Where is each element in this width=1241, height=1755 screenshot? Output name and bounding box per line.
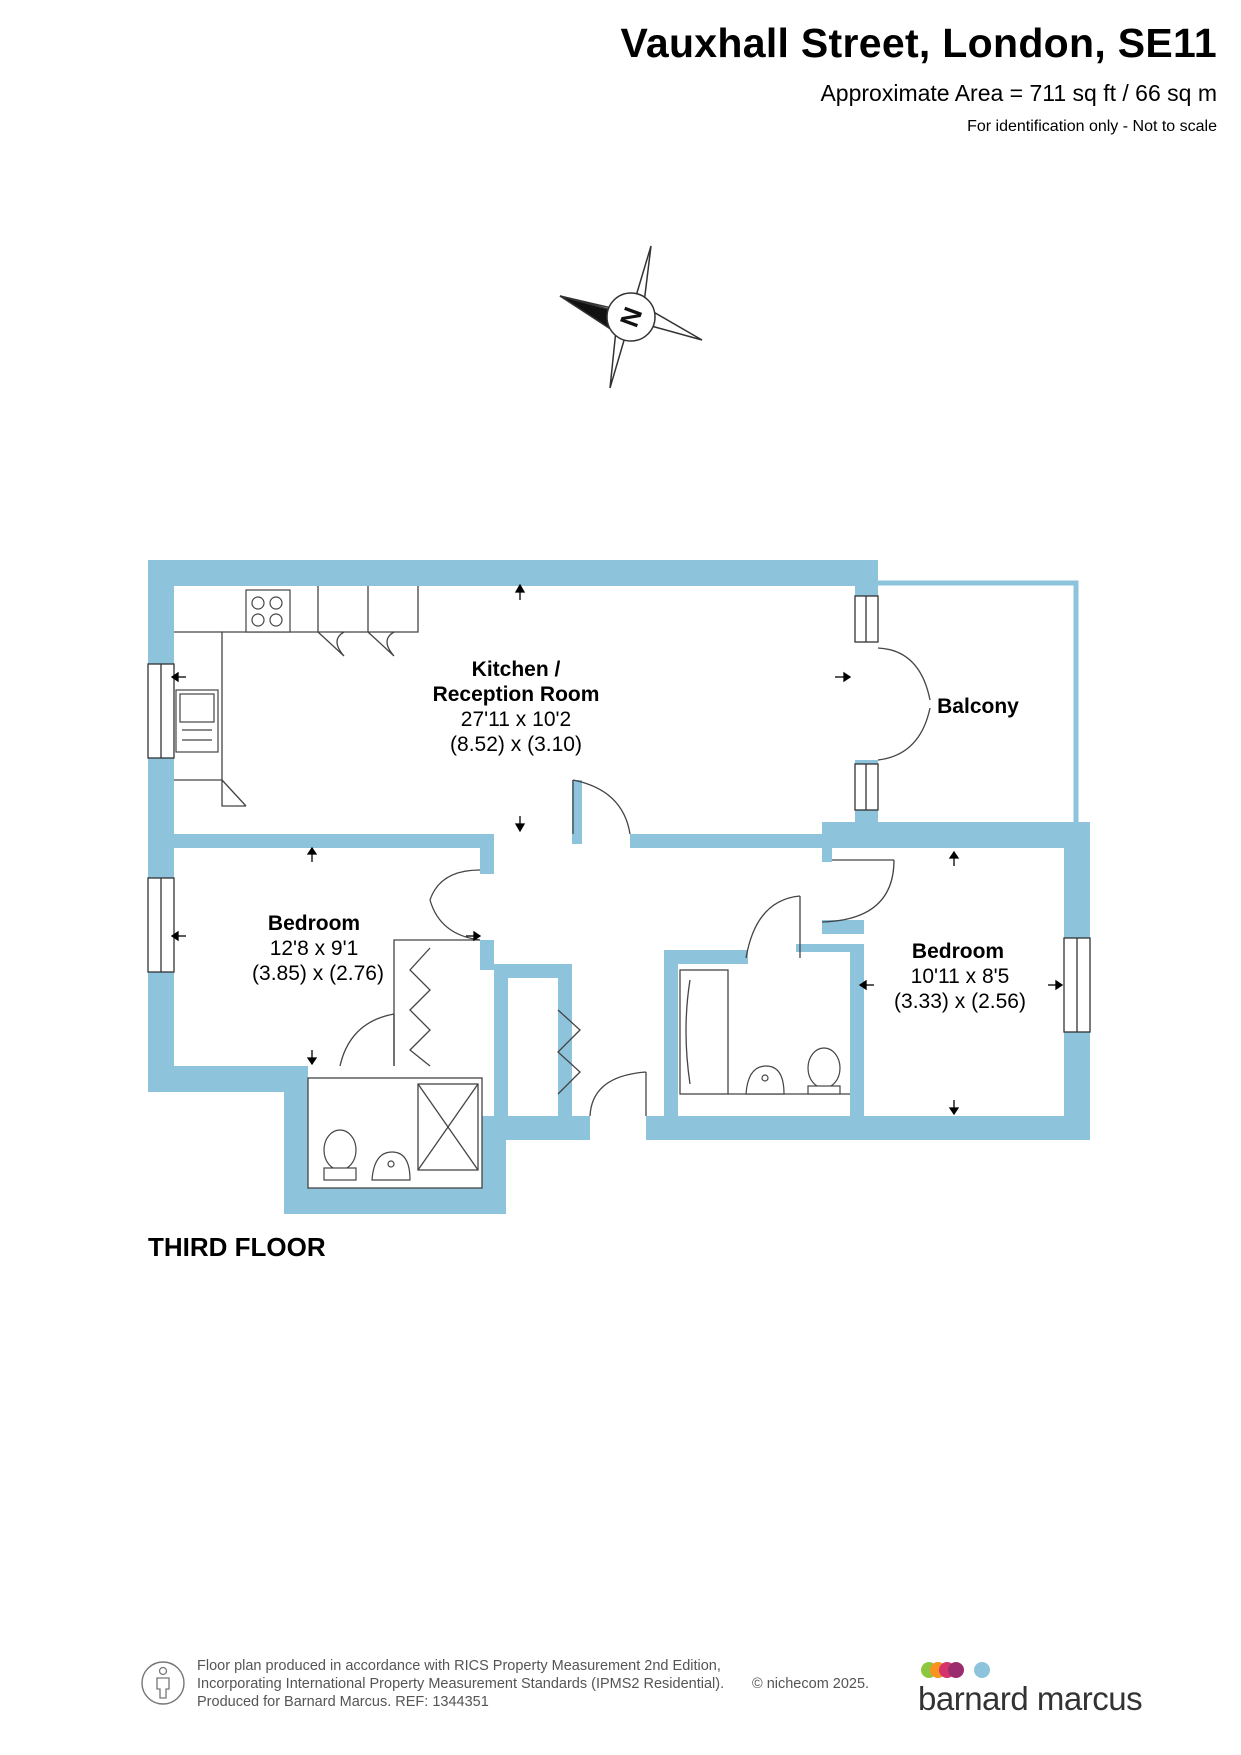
footer-line-3: Produced for Barnard Marcus. REF: 134435… [197,1694,489,1710]
scale-disclaimer: For identification only - Not to scale [967,118,1217,135]
footer-line-2: Incorporating International Property Mea… [197,1676,725,1692]
kitchen-name-line1: Kitchen / [472,658,561,681]
room-labels: Kitchen / Reception Room 27'11 x 10'2 (8… [252,658,1026,1013]
kitchen-counter [174,631,223,781]
bedroom2-dim-metric: (3.33) x (2.56) [894,990,1026,1013]
floor-label: THIRD FLOOR [148,1232,326,1262]
kitchen-dim-imperial: 27'11 x 10'2 [461,708,571,731]
copyright: © nichecom 2025. [752,1676,870,1692]
shower-icon [417,1083,479,1171]
kitchen-name-line2: Reception Room [433,683,600,706]
footer-disclaimer: Floor plan produced in accordance with R… [197,1657,724,1711]
page-title: Vauxhall Street, London, SE11 [620,20,1217,66]
window-icon [147,595,1091,1033]
bedroom1-name: Bedroom [268,912,360,935]
hob-icon [245,589,291,633]
bedroom2-dim-imperial: 10'11 x 8'5 [911,965,1010,988]
balcony-outline [878,580,1079,822]
basin-icon [371,1065,785,1181]
approximate-area: Approximate Area = 711 sq ft / 66 sq m [820,80,1217,106]
sink-icon [175,689,219,753]
bedroom1-dim-metric: (3.85) x (2.76) [252,962,384,985]
brand-logo-dots [921,1662,990,1678]
brand-logo-text: barnard marcus [918,1680,1143,1717]
balcony-name: Balcony [937,695,1019,718]
dimension-arrows [170,583,1064,1116]
bath-icon [679,969,729,1095]
compass-icon: N [559,245,703,389]
person-icon [141,1661,185,1705]
bedroom2-name: Bedroom [912,940,1004,963]
kitchen-dim-metric: (8.52) x (3.10) [450,733,582,756]
bedroom1-dim-imperial: 12'8 x 9'1 [270,937,359,960]
toilet-icon [323,1047,841,1181]
walls [148,560,1090,1214]
footer-line-1: Floor plan produced in accordance with R… [197,1658,721,1674]
